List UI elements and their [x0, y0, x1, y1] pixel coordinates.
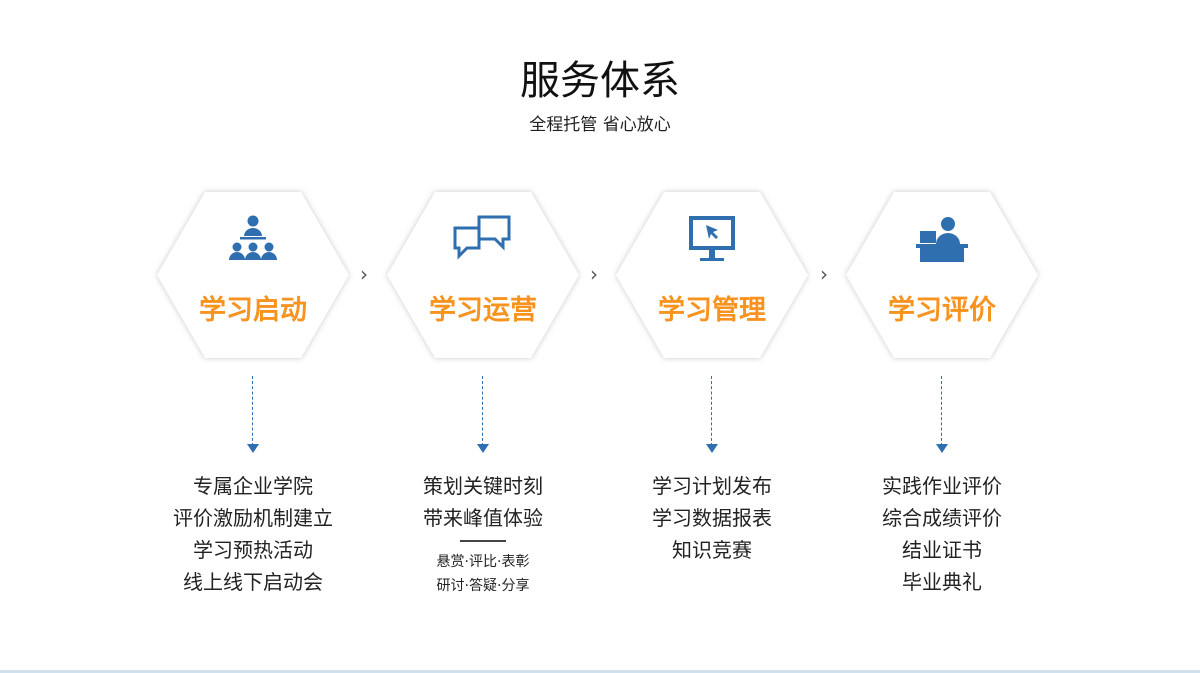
list-item: 专属企业学院 — [193, 474, 313, 498]
monitor-cursor-icon — [689, 216, 735, 261]
step-label: 学习管理 — [658, 295, 766, 326]
list-item: 线上线下启动会 — [183, 570, 323, 594]
step-learning-evaluation: 学习评价 实践作业评价 综合成绩评价 结业证书 毕业典礼 — [846, 192, 1038, 594]
divider — [460, 540, 506, 542]
chevron-right-icon: › — [820, 262, 828, 286]
step-label: 学习评价 — [888, 295, 996, 326]
step-learning-management: 学习管理 学习计划发布 学习数据报表 知识竞赛 — [616, 192, 808, 562]
arrow-down-icon — [706, 444, 718, 453]
note-item: 研讨·答疑·分享 — [436, 578, 530, 594]
step-learning-operation: 学习运营 策划关键时刻 带来峰值体验 悬赏·评比·表彰 研讨·答疑·分享 — [387, 192, 579, 594]
chat-bubbles-icon — [453, 215, 511, 260]
note-item: 悬赏·评比·表彰 — [436, 554, 530, 570]
list-item: 带来峰值体验 — [423, 506, 543, 530]
person-at-desk-icon — [916, 217, 968, 262]
list-item: 毕业典礼 — [902, 570, 982, 594]
list-item: 学习数据报表 — [652, 506, 772, 530]
arrow-down-icon — [247, 444, 259, 453]
page-title: 服务体系 — [520, 58, 680, 104]
step-learning-launch: 学习启动 专属企业学院 评价激励机制建立 学习预热活动 线上线下启动会 — [157, 192, 349, 594]
step-label: 学习启动 — [199, 295, 307, 326]
dashed-connector — [941, 376, 942, 446]
arrow-down-icon — [477, 444, 489, 453]
list-item: 实践作业评价 — [882, 474, 1002, 498]
list-item: 知识竞赛 — [672, 538, 752, 562]
list-item: 综合成绩评价 — [882, 506, 1002, 530]
list-item: 评价激励机制建立 — [173, 506, 333, 530]
list-item: 策划关键时刻 — [423, 474, 543, 498]
dashed-connector — [482, 376, 483, 446]
chevron-right-icon: › — [590, 262, 598, 286]
list-item: 学习计划发布 — [652, 474, 772, 498]
list-item: 学习预热活动 — [193, 538, 313, 562]
step-label: 学习运营 — [429, 295, 537, 326]
bottom-border — [0, 670, 1200, 673]
arrow-down-icon — [936, 444, 948, 453]
dashed-connector — [711, 376, 712, 446]
chevron-right-icon: › — [360, 262, 368, 286]
teacher-audience-icon — [229, 215, 277, 260]
page-subtitle: 全程托管 省心放心 — [529, 115, 671, 135]
dashed-connector — [252, 376, 253, 446]
list-item: 结业证书 — [902, 538, 982, 562]
